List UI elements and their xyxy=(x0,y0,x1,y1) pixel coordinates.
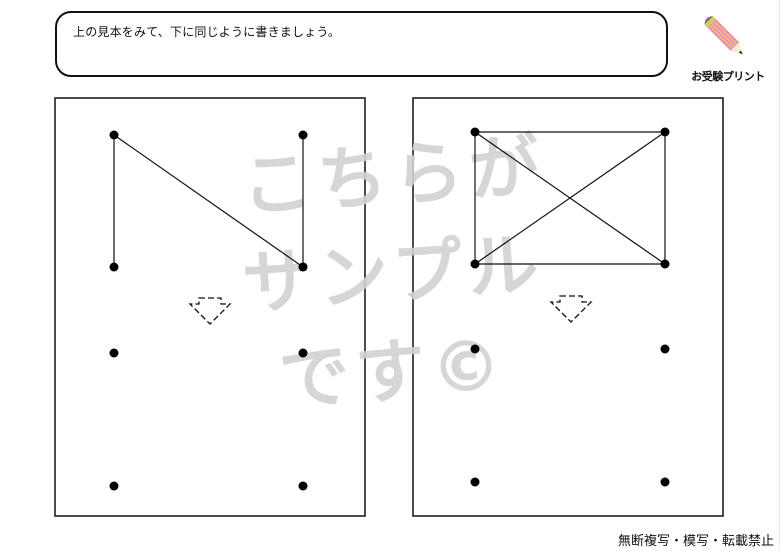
dashed-down-arrow-icon xyxy=(188,297,232,325)
dashed-down-arrow-icon xyxy=(549,295,593,323)
copyright-notice: 無断複写・模写・転載禁止 xyxy=(617,534,774,549)
dot xyxy=(470,259,480,269)
dot xyxy=(298,262,308,272)
dot xyxy=(660,127,670,137)
brand-logo: お受験プリント xyxy=(680,8,776,88)
dot xyxy=(298,348,308,358)
dot xyxy=(109,262,119,272)
sample-lines xyxy=(113,131,666,268)
dot xyxy=(109,348,119,358)
panel-frames xyxy=(54,97,724,517)
dot xyxy=(470,344,480,354)
dot-grid xyxy=(109,127,670,491)
pencil-icon xyxy=(704,16,743,55)
instruction-box: 上の見本をみて、下に同じように書きましょう。 xyxy=(55,11,668,77)
instruction-text: 上の見本をみて、下に同じように書きましょう。 xyxy=(73,25,341,39)
dot xyxy=(470,127,480,137)
dot xyxy=(298,130,308,140)
watermark-line: こちらが xyxy=(239,125,548,228)
down-arrows xyxy=(188,295,593,325)
watermark-line: サンプル xyxy=(240,223,547,326)
right-panel-frame xyxy=(412,97,724,517)
dot xyxy=(109,130,119,140)
watermark-line: です© xyxy=(277,323,510,421)
dot xyxy=(660,259,670,269)
left-panel-frame xyxy=(54,97,366,517)
dot xyxy=(660,344,670,354)
dot xyxy=(298,481,308,491)
dot xyxy=(470,477,480,487)
dot xyxy=(660,477,670,487)
sample-line xyxy=(474,131,666,265)
logo-text: お受験プリント xyxy=(691,70,765,83)
sample-line xyxy=(113,134,304,268)
dot xyxy=(109,481,119,491)
